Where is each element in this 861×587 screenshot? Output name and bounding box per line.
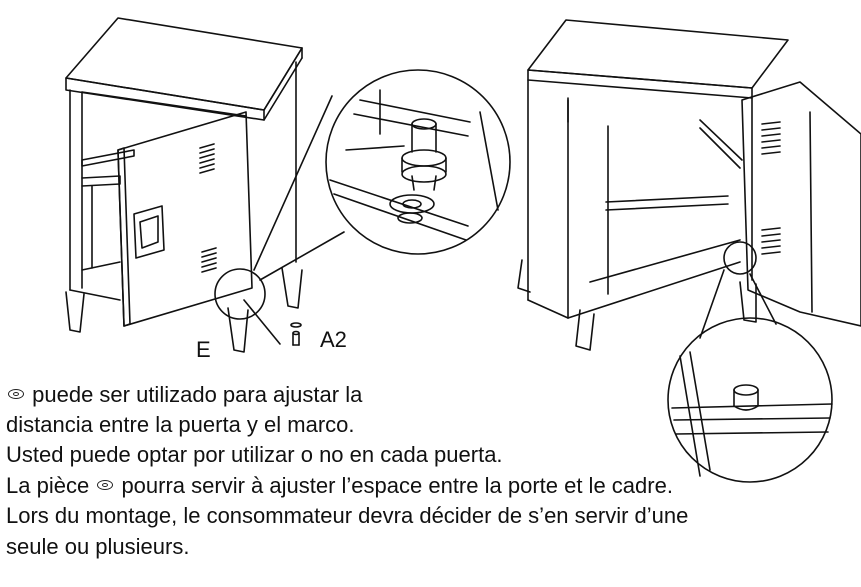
door-stop-detail-magnified: [667, 269, 833, 483]
text-line-4a: La pièce: [6, 473, 90, 498]
label-a2: A2: [320, 327, 347, 352]
text-line-6: seule ou plusieurs.: [6, 534, 190, 559]
washer-icon: [8, 389, 24, 399]
text-line-2: distancia entre la puerta y el marco.: [6, 412, 355, 437]
text-line-4: La pièce pourra servir à ajuster l’espac…: [6, 471, 673, 501]
text-line-3: Usted puede optar por utilizar o no en c…: [6, 442, 503, 467]
text-line-4b: pourra servir à ajuster l’espace entre l…: [121, 473, 673, 498]
washer-icon: [97, 480, 114, 490]
text-line-1-content: puede ser utilizado para ajustar la: [32, 382, 363, 407]
left-cabinet: [65, 17, 303, 353]
a2-part-icon: [290, 322, 302, 346]
label-e: E: [196, 337, 211, 362]
right-cabinet: [517, 19, 861, 351]
text-line-5: Lors du montage, le consommateur devra d…: [6, 503, 689, 528]
hinge-detail-magnified: [253, 69, 511, 281]
text-line-1: puede ser utilizado para ajustar la: [6, 380, 362, 410]
e-pointer-line: [243, 299, 281, 345]
